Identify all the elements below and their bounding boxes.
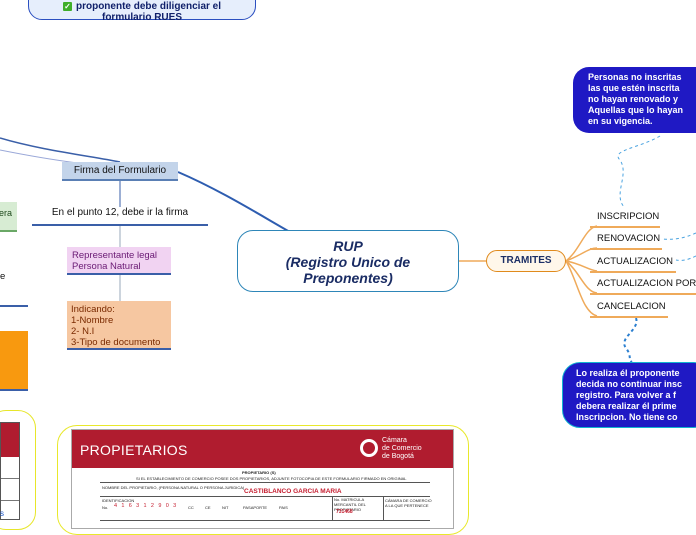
- punto12-node[interactable]: En el punto 12, debe ir la firma: [32, 207, 208, 218]
- camara-label: CÁMARA DE COMERCIO A LA QUE PERTENECE: [385, 498, 433, 508]
- tramite-inscripcion[interactable]: INSCRIPCION: [597, 211, 659, 222]
- check-icon: ✓: [63, 2, 72, 11]
- tramite-cancelacion[interactable]: CANCELACION: [597, 301, 666, 312]
- firma-node[interactable]: Firma del Formulario: [62, 162, 178, 181]
- indicando-line: 2- N.I: [71, 326, 171, 337]
- bubble-line: Aquellas que lo hayan: [588, 105, 696, 116]
- propietarios-form-image[interactable]: PROPIETARIOS Cámara de Comercio de Bogot…: [71, 429, 454, 529]
- tramite-actualizacion[interactable]: ACTUALIZACION: [597, 256, 673, 267]
- camara-logo-icon: [360, 439, 378, 457]
- partial-orange-node[interactable]: [0, 331, 28, 391]
- indicando-line: Indicando:: [71, 304, 171, 315]
- inscripcion-note-bubble[interactable]: Personas no inscritas las que estén insc…: [573, 67, 696, 133]
- matricula-value: 731468: [336, 509, 353, 515]
- tramite-underline: [590, 293, 696, 295]
- indicando-line: 1-Nombre: [71, 315, 171, 326]
- partial-divider: [0, 305, 28, 307]
- top-note-line2: formulario RUES: [102, 12, 182, 23]
- punto12-underline: [32, 224, 208, 226]
- tramite-underline: [590, 271, 676, 273]
- partial-green-text: era: [0, 208, 12, 218]
- bubble-line: debera realizar él prime: [576, 401, 696, 412]
- top-note-node[interactable]: ✓ proponente debe diligenciar el formular…: [28, 0, 256, 20]
- propietario-label: PROPIETARIO (S): [242, 470, 276, 475]
- form-instruction: SI EL ESTABLECIMIENTO DE COMERCIO POSEE …: [136, 476, 407, 481]
- bubble-line: en su vigencia.: [588, 116, 696, 127]
- doc-type-ce: CE: [205, 505, 211, 510]
- camara-logo-text: Cámara de Comercio de Bogotá: [382, 437, 422, 461]
- central-line1: RUP: [238, 238, 458, 254]
- tramites-node[interactable]: TRAMITES: [486, 250, 566, 272]
- logo-line: Cámara: [382, 437, 422, 445]
- partial-e-text: e: [0, 271, 5, 282]
- doc-type-pasaporte: PASAPORTE: [243, 505, 267, 510]
- representante-line2: Persona Natural: [72, 261, 141, 272]
- form-title: PROPIETARIOS: [80, 442, 188, 458]
- bubble-line: Lo realiza él proponente: [576, 368, 696, 379]
- doc-type-nit: NIT: [222, 505, 228, 510]
- indicando-line: 3-Tipo de documento: [71, 337, 171, 348]
- bubble-line: registro. Para volver a f: [576, 390, 696, 401]
- tramite-actualizacion-por[interactable]: ACTUALIZACION POR: [597, 278, 696, 289]
- tramite-renovacion[interactable]: RENOVACION: [597, 233, 660, 244]
- bubble-line: Inscripcion. No tiene co: [576, 412, 696, 423]
- indicando-node[interactable]: Indicando: 1-Nombre 2- N.I 3-Tipo de doc…: [67, 301, 171, 350]
- cancelacion-note-bubble[interactable]: Lo realiza él proponente decida no conti…: [562, 362, 696, 428]
- central-line3: Preponentes): [238, 270, 458, 286]
- form-rule: [100, 520, 430, 521]
- representante-line1: Representante legal: [72, 250, 157, 261]
- form-rule: [332, 496, 333, 520]
- logo-line: de Comercio: [382, 445, 422, 453]
- tramite-underline: [590, 248, 662, 250]
- representante-node[interactable]: Representante legal Persona Natural: [67, 247, 171, 275]
- bubble-line: Personas no inscritas: [588, 72, 696, 83]
- tramite-underline: [590, 316, 668, 318]
- owner-name-value: CASTIBLANCO GARCIA MARIA: [244, 488, 342, 495]
- id-value: 4 1 6 3 1 2 9 0 3: [114, 503, 178, 509]
- doc-type-pais: PAIS: [279, 505, 288, 510]
- bubble-line: no hayan renovado y: [588, 94, 696, 105]
- id-no-label: No.: [102, 505, 108, 510]
- bubble-line: las que estén inscrita: [588, 83, 696, 94]
- doc-type-cc: CC: [188, 505, 194, 510]
- nombre-label: NOMBRE DEL PROPIETARIO, (PERSONA NATURAL…: [102, 485, 244, 490]
- bubble-line: decida no continuar insc: [576, 379, 696, 390]
- form-header: PROPIETARIOS Cámara de Comercio de Bogot…: [72, 430, 453, 468]
- logo-line: de Bogotá: [382, 453, 422, 461]
- top-note-line1: proponente debe diligenciar el: [76, 1, 221, 12]
- tramite-underline: [590, 226, 660, 228]
- form-rule: [100, 482, 430, 483]
- central-topic-node[interactable]: RUP (Registro Unico de Preponentes): [237, 230, 459, 292]
- partial-s-text: s: [0, 509, 4, 518]
- central-line2: (Registro Unico de: [238, 254, 458, 270]
- form-rule: [383, 496, 384, 520]
- partial-green-node[interactable]: era: [0, 202, 17, 232]
- partial-table-image: [0, 422, 20, 520]
